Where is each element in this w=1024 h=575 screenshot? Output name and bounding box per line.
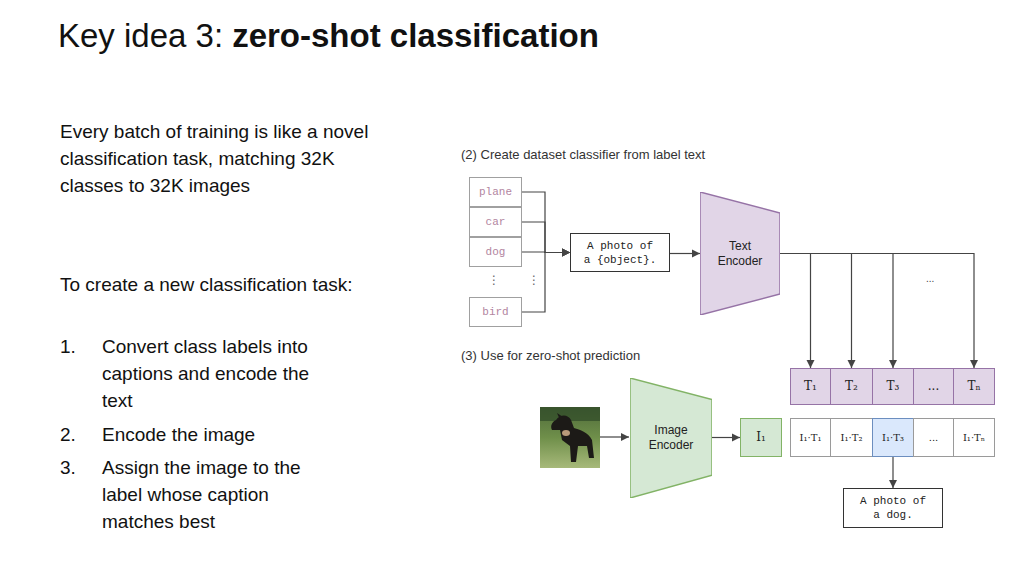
class-label-box: car xyxy=(469,207,522,237)
text-embedding-cell: Tₙ xyxy=(953,368,995,405)
list-item: Assign the image to the label whose capt… xyxy=(102,454,342,535)
ellipsis-mark: ... xyxy=(926,273,934,285)
node-text: I₁·Tₙ xyxy=(963,431,985,444)
node-text: T₂ xyxy=(845,379,858,394)
node-text: dog xyxy=(486,245,506,259)
text-embedding-cell: T₁ xyxy=(790,368,831,405)
similarity-cell-best: I₁·T₃ xyxy=(872,418,914,457)
list-number: 3. xyxy=(60,454,100,481)
node-text: I₁·T₁ xyxy=(800,431,822,444)
text-embedding-cell: T₂ xyxy=(830,368,873,405)
node-text: ... xyxy=(929,431,939,444)
connector-arrow xyxy=(892,457,893,488)
node-text: T₁ xyxy=(804,379,817,394)
encoder-trapezoid: Image Encoder xyxy=(630,378,712,498)
dog-chest xyxy=(562,430,570,436)
list-number: 2. xyxy=(60,421,100,448)
connector-arrow xyxy=(522,253,570,313)
node-text: Image Encoder xyxy=(646,423,696,453)
ellipsis-mark: ⋮ xyxy=(528,273,540,287)
connector-arrow xyxy=(522,192,570,253)
photo-background xyxy=(540,407,600,468)
body-text: To create a new classification task: xyxy=(60,271,390,298)
text-embedding-cell: T₃ xyxy=(872,368,914,405)
step-heading: (2) Create dataset classifier from label… xyxy=(461,147,705,163)
node-text: I₁ xyxy=(756,430,766,445)
node-text: Text Encoder xyxy=(715,239,765,269)
caption-box: A photo of a dog. xyxy=(843,488,943,528)
title-row: Key idea 3:zero-shot classification xyxy=(58,17,599,55)
class-label-box: bird xyxy=(469,297,522,327)
body-text: Every batch of training is like a novel … xyxy=(60,118,390,199)
step-heading: (3) Use for zero-shot prediction xyxy=(461,348,640,364)
trapezoid-shape xyxy=(700,192,780,315)
node-text: car xyxy=(486,215,506,229)
encoder-trapezoid: Text Encoder xyxy=(700,192,780,315)
slide-title-emphasis: zero-shot classification xyxy=(232,17,599,55)
class-label-box: dog xyxy=(469,237,522,267)
node-text: bird xyxy=(482,305,508,319)
list-item: Convert class labels into captions and e… xyxy=(102,333,342,414)
similarity-cell: I₁·Tₙ xyxy=(953,418,995,457)
connector-arrow xyxy=(522,251,570,253)
node-text: ... xyxy=(928,379,939,394)
connector-arrow xyxy=(712,437,740,438)
node-text: I₁·T₃ xyxy=(882,431,904,444)
node-text: Tₙ xyxy=(967,379,980,394)
node-text: A photo of a {object}. xyxy=(582,239,658,267)
connector-arrow xyxy=(780,254,974,369)
image-embedding-cell: I₁ xyxy=(740,418,782,457)
ellipsis-mark: ⋮ xyxy=(488,273,500,287)
connector-arrow xyxy=(780,254,852,369)
trapezoid-shape xyxy=(630,378,712,498)
dog-ear xyxy=(557,413,563,420)
connector-arrow xyxy=(780,254,893,369)
connector-arrow xyxy=(522,222,570,253)
similarity-cell: I₁·T₁ xyxy=(790,418,831,457)
dog-silhouette xyxy=(551,416,594,463)
similarity-cell: ... xyxy=(913,418,954,457)
slide-title: Key idea 3: xyxy=(58,17,223,55)
dog-photo xyxy=(540,407,600,468)
similarity-cell: I₁·T₂ xyxy=(830,418,873,457)
connector-arrow xyxy=(670,253,700,254)
list-item: Encode the image xyxy=(102,421,342,448)
class-label-box: plane xyxy=(469,177,522,207)
text-embedding-cell: ... xyxy=(913,368,954,405)
node-text: plane xyxy=(479,185,512,199)
node-text: A photo of a dog. xyxy=(855,494,931,522)
caption-box: A photo of a {object}. xyxy=(570,233,670,272)
image-input-arrow xyxy=(600,436,629,437)
list-number: 1. xyxy=(60,333,100,360)
connector-arrow xyxy=(780,254,811,369)
node-text: T₃ xyxy=(887,379,900,394)
node-text: I₁·T₂ xyxy=(841,431,863,444)
